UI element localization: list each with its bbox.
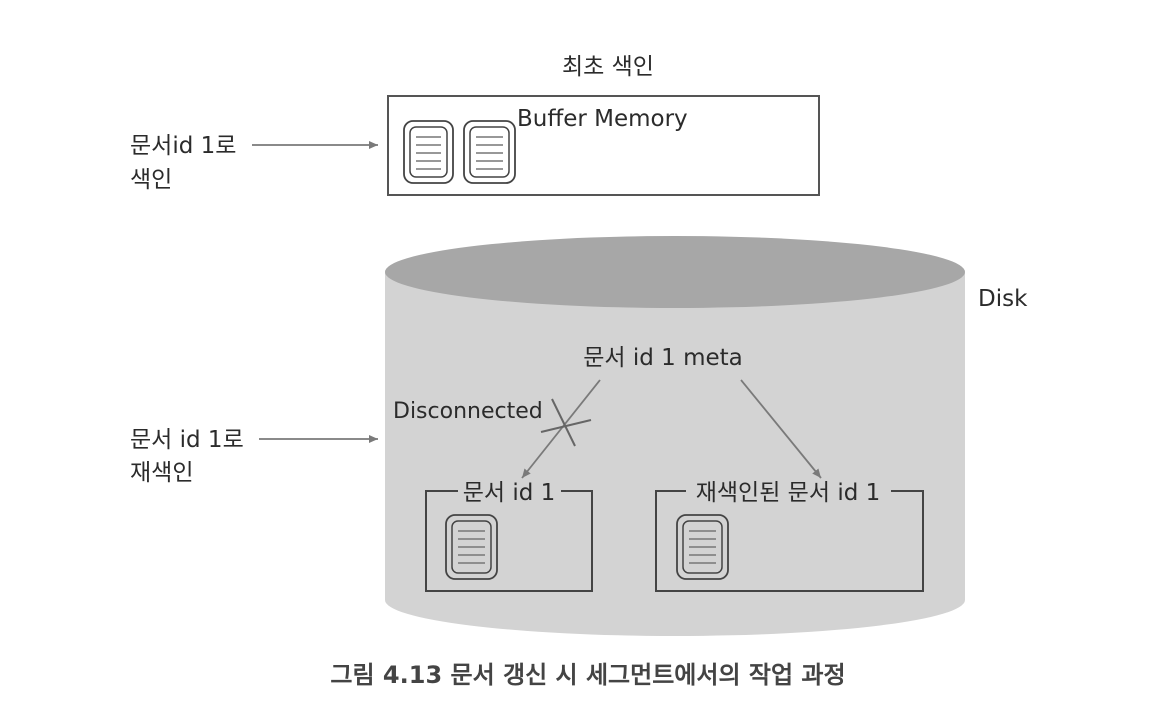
disk-cylinder [385, 236, 965, 636]
initial-index-title: 최초 색인 [562, 54, 654, 80]
old-segment-label: 문서 id 1 [463, 480, 556, 506]
buffer-document-icon [403, 120, 454, 184]
buffer-document-icon [463, 120, 516, 184]
reindex-doc-label-line1: 문서 id 1로 [130, 427, 244, 453]
buffer-memory-label: Buffer Memory [517, 106, 688, 132]
index-doc-label-line2: 색인 [130, 167, 172, 193]
new-segment-document-icon [676, 514, 729, 580]
old-segment-box [425, 490, 593, 592]
new-segment-box [655, 490, 924, 592]
figure-caption: 그림 4.13 문서 갱신 시 세그먼트에서의 작업 과정 [330, 661, 845, 689]
disconnected-arrow [521, 379, 601, 479]
index-doc-label-line1: 문서id 1로 [130, 133, 236, 159]
disk-label: Disk [978, 286, 1028, 312]
meta-label: 문서 id 1 meta [583, 345, 743, 371]
disconnected-label: Disconnected [393, 399, 543, 424]
reindexed-arrow [740, 379, 822, 479]
buffer-memory-box [387, 95, 820, 196]
new-segment-label: 재색인된 문서 id 1 [696, 480, 881, 506]
disconnect-x-icon [540, 398, 592, 447]
old-segment-document-icon [445, 514, 498, 580]
reindex-doc-label-line2: 재색인 [130, 460, 193, 486]
